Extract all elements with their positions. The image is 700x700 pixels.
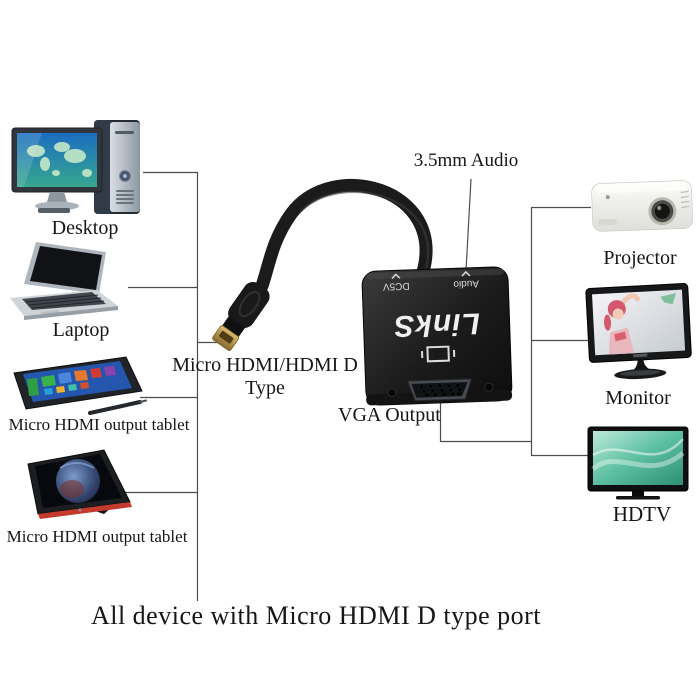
connector-lines	[120, 171, 592, 601]
monitor-label: Monitor	[605, 387, 671, 409]
audio-marking: Audio	[453, 278, 479, 290]
micro-hdmi-connector-label: Micro HDMI/HDMI D Type	[172, 354, 358, 399]
audio-line	[465, 178, 472, 272]
windows-tiles	[27, 366, 116, 396]
display-icon	[421, 345, 456, 363]
monitor-wallpaper-character	[603, 292, 677, 355]
monitor-illustration	[585, 283, 692, 380]
projector-label: Projector	[603, 247, 677, 269]
tablet2-label: Micro HDMI output tablet	[6, 527, 188, 546]
tablet1-label: Micro HDMI output tablet	[8, 415, 190, 434]
tablet1-illustration	[13, 356, 147, 415]
vga-port	[387, 378, 494, 402]
right-bus-line	[530, 206, 592, 457]
hdtv-label: HDTV	[612, 502, 672, 526]
earth-wallpaper	[56, 459, 100, 503]
projector-illustration	[591, 180, 693, 232]
dc5v-marking: DC5V	[382, 280, 409, 292]
stylus	[88, 399, 147, 415]
adapter-body: DC5V Audio LinkS	[361, 266, 513, 406]
tablet2-illustration	[27, 449, 132, 519]
laptop-label: Laptop	[52, 319, 110, 341]
hdtv-illustration	[587, 426, 689, 500]
desktop-label: Desktop	[51, 217, 119, 239]
desktop-illustration	[11, 120, 140, 214]
dc5v-arrow-icon	[391, 273, 401, 280]
vga-output-label: VGA Output	[338, 404, 441, 426]
audio-jack-label: 3.5mm Audio	[413, 150, 519, 171]
adapter-illustration: DC5V Audio LinkS	[212, 178, 513, 406]
brand-logo: LinkS	[393, 307, 481, 343]
world-map	[27, 142, 92, 177]
left-bus-line	[143, 171, 199, 601]
micro-hdmi-plug	[212, 281, 270, 351]
laptop-illustration	[10, 242, 118, 320]
audio-arrow-icon	[461, 270, 471, 277]
vga-line	[439, 400, 532, 443]
figure-caption: All device with Micro HDMI D type port	[90, 601, 542, 630]
